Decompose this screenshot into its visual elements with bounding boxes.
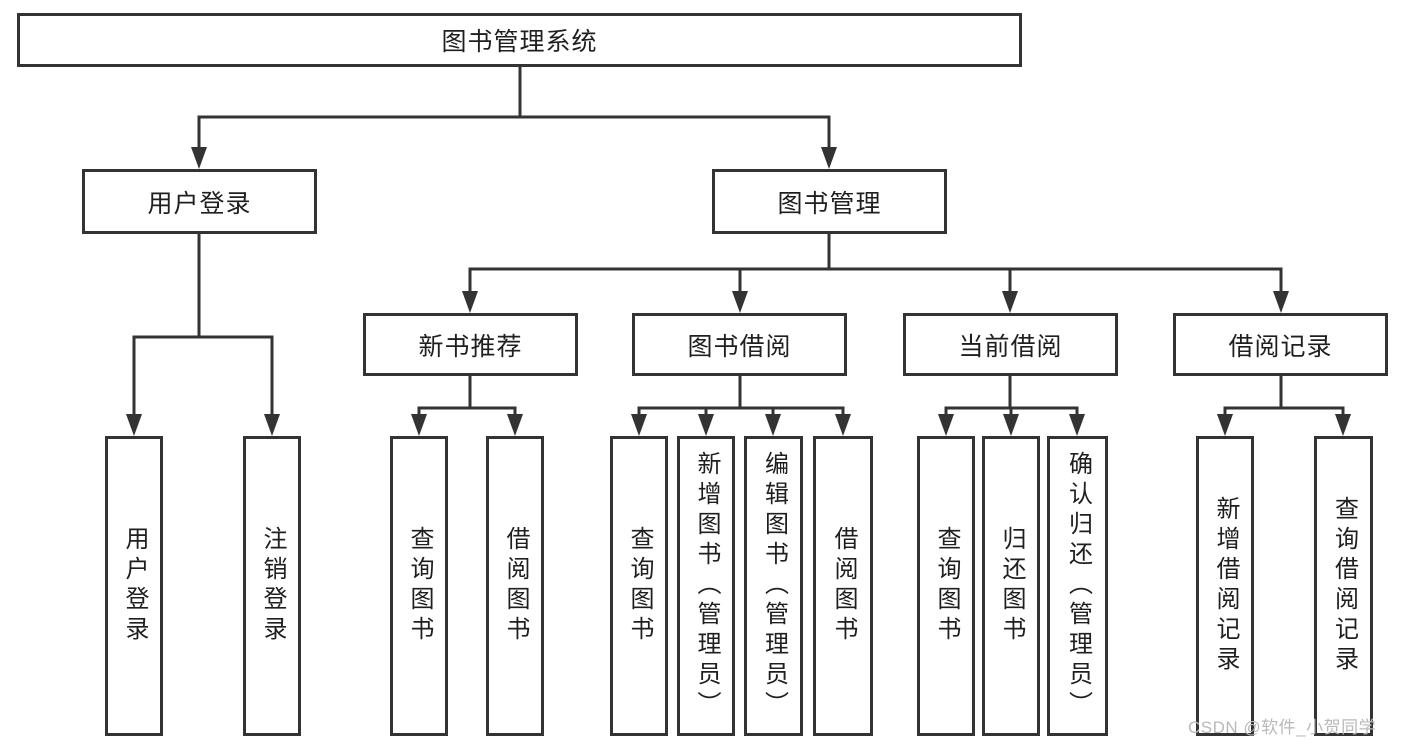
- leaf-user-login-label: 用户登录: [121, 526, 148, 646]
- leaf-query-books-recommend-label: 查询图书: [406, 526, 433, 646]
- node-root-label: 图书管理系统: [441, 28, 598, 56]
- leaf-add-borrow-record: 新增借阅记录: [1196, 436, 1254, 736]
- leaf-confirm-return-admin-label: 确认归还（管理员）: [1064, 451, 1092, 721]
- leaf-borrow-books: 借阅图书: [813, 436, 873, 736]
- node-current-borrow: 当前借阅: [903, 313, 1118, 376]
- leaf-user-login: 用户登录: [105, 436, 163, 736]
- leaf-return-books: 归还图书: [982, 436, 1040, 736]
- leaf-borrow-books-recommend-label: 借阅图书: [502, 526, 529, 646]
- leaf-query-borrow-record-label: 查询借阅记录: [1330, 496, 1358, 676]
- leaf-query-borrow-record: 查询借阅记录: [1314, 436, 1373, 736]
- node-book-management-label: 图书管理: [777, 189, 882, 218]
- node-borrow-records-label: 借阅记录: [1228, 332, 1333, 361]
- node-user-login: 用户登录: [82, 169, 317, 234]
- node-book-management: 图书管理: [712, 169, 947, 234]
- leaf-query-books-current: 查询图书: [917, 436, 975, 736]
- leaf-add-borrow-record-label: 新增借阅记录: [1212, 496, 1239, 676]
- leaf-logout-label: 注销登录: [259, 526, 286, 646]
- leaf-add-books-admin-label: 新增图书（管理员）: [693, 451, 720, 721]
- node-book-borrow: 图书借阅: [632, 313, 847, 376]
- node-root: 图书管理系统: [17, 13, 1022, 67]
- leaf-edit-books-admin-label: 编辑图书（管理员）: [760, 451, 788, 721]
- watermark-text: CSDN @软件_小贺同学: [1188, 718, 1377, 737]
- node-book-borrow-label: 图书借阅: [687, 332, 792, 361]
- node-user-login-label: 用户登录: [147, 189, 252, 218]
- leaf-borrow-books-label: 借阅图书: [830, 526, 857, 646]
- node-new-book-recommend-label: 新书推荐: [418, 332, 523, 361]
- leaf-return-books-label: 归还图书: [998, 526, 1025, 646]
- leaf-add-books-admin: 新增图书（管理员）: [677, 436, 735, 736]
- leaf-query-books-borrow: 查询图书: [610, 436, 668, 736]
- leaf-query-books-borrow-label: 查询图书: [626, 526, 653, 646]
- leaf-confirm-return-admin: 确认归还（管理员）: [1047, 436, 1108, 736]
- leaf-logout: 注销登录: [243, 436, 301, 736]
- leaf-borrow-books-recommend: 借阅图书: [486, 436, 544, 736]
- leaf-query-books-recommend: 查询图书: [390, 436, 448, 736]
- node-borrow-records: 借阅记录: [1173, 313, 1388, 376]
- node-current-borrow-label: 当前借阅: [958, 332, 1063, 361]
- leaf-edit-books-admin: 编辑图书（管理员）: [744, 436, 803, 736]
- node-new-book-recommend: 新书推荐: [363, 313, 578, 376]
- leaf-query-books-current-label: 查询图书: [933, 526, 960, 646]
